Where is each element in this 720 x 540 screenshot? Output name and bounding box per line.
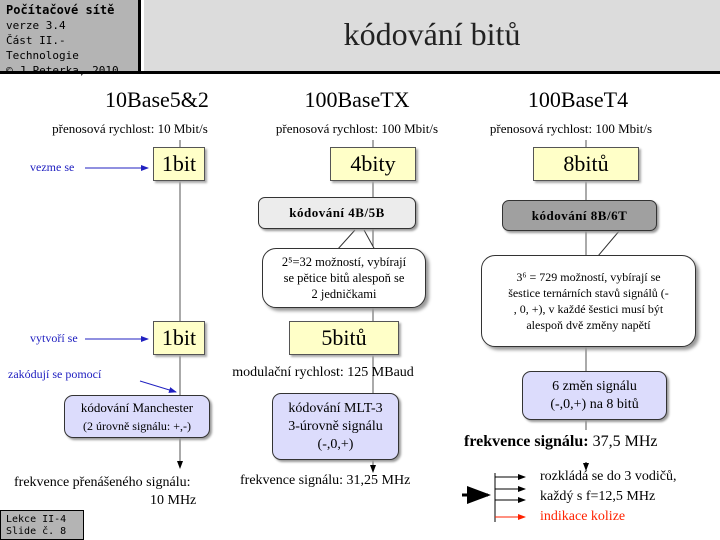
mlt3-values: (-,0,+) <box>317 436 354 452</box>
part: Část II.-Technologie <box>6 34 79 62</box>
col3-freq-value: 37,5 MHz <box>588 433 658 450</box>
encodes-label: zakódují se pomocí <box>8 367 102 381</box>
split-line2: každý s f=12,5 MHz <box>540 489 656 504</box>
col3-input-bits: 8bitů <box>533 147 639 181</box>
slide-title: kódování bitů <box>343 16 521 52</box>
header-divider <box>0 71 720 74</box>
creates-label: vytvoří se <box>30 331 78 345</box>
slide-footer: Lekce II-4 Slide č. 8 <box>0 510 84 540</box>
col3-note-line3: , 0, +), v každé šestici musí být <box>513 302 664 316</box>
col1-input-bits: 1bit <box>153 147 205 181</box>
col3-note-line1: 3⁶ = 729 možností, vybírají se <box>516 270 661 284</box>
slide-number: Slide č. 8 <box>6 526 67 537</box>
mlt3-levels: 3-úrovně signálu <box>288 418 383 434</box>
col2-heading: 100BaseTX <box>304 87 410 112</box>
col3-heading: 100BaseT4 <box>527 87 629 112</box>
col2-note-callout: 2⁵=32 možností, vybírají se pětice bitů … <box>262 248 426 308</box>
lesson-number: Lekce II-4 <box>6 514 67 525</box>
col3-freq: frekvence signálu: 37,5 MHz <box>464 433 657 451</box>
col3-note-line4: alespoň dvě změny napětí <box>526 318 651 332</box>
collision-detection: indikace kolize <box>540 509 626 524</box>
manchester-title: kódování Manchester <box>80 399 194 415</box>
col1-heading: 10Base5&2 <box>105 87 209 112</box>
signal-changes-title: 6 změn signálu <box>552 378 637 394</box>
col2-rate: přenosová rychlost: 100 Mbit/s <box>275 121 439 136</box>
mlt3-title: kódování MLT-3 <box>288 400 383 416</box>
modulation-rate: modulační rychlost: 125 MBaud <box>232 365 414 380</box>
col1-freq-value: 10 MHz <box>150 493 197 508</box>
signal-changes-box: 6 změn signálu (-,0,+) na 8 bitů <box>522 371 667 420</box>
version: verze 3.4 <box>6 19 66 32</box>
col2-note-line3: 2 jedničkami <box>311 287 377 301</box>
col3-rate: přenosová rychlost: 100 Mbit/s <box>489 121 653 136</box>
col3-freq-label: frekvence signálu: <box>464 433 589 450</box>
col2-output-bits: 5bitů <box>289 321 399 355</box>
col2-freq: frekvence signálu: 31,25 MHz <box>240 473 411 488</box>
coding-4b5b: kódování 4B/5B <box>258 197 416 229</box>
col1-output-bits: 1bit <box>153 321 205 355</box>
col1-rate: přenosová rychlost: 10 Mbit/s <box>52 121 208 136</box>
col3-note-line2: šestice ternárních stavů signálů (- <box>508 286 669 300</box>
signal-changes-values: (-,0,+) na 8 bitů <box>550 396 639 412</box>
title-bar <box>144 0 720 71</box>
coding-8b6t: kódování 8B/6T <box>502 200 657 231</box>
col2-note-line2: se pětice bitů alespoň se <box>283 271 405 285</box>
col2-input-bits: 4bity <box>330 147 416 181</box>
takes-label: vezme se <box>30 160 75 174</box>
course-name: Počítačové sítě <box>6 3 115 17</box>
manchester-levels: (2 úrovně signálu: +,-) <box>82 418 192 433</box>
col3-note-callout: 3⁶ = 729 možností, vybírají se šestice t… <box>481 255 696 347</box>
col2-note-line1: 2⁵=32 možností, vybírají <box>281 255 407 269</box>
manchester-box: kódování Manchester (2 úrovně signálu: +… <box>64 395 210 438</box>
split-line1: rozkládá se do 3 vodičů, <box>540 469 677 484</box>
mlt3-box: kódování MLT-3 3-úrovně signálu (-,0,+) <box>272 393 399 460</box>
col1-freq-label: frekvence přenášeného signálu: <box>14 475 191 490</box>
